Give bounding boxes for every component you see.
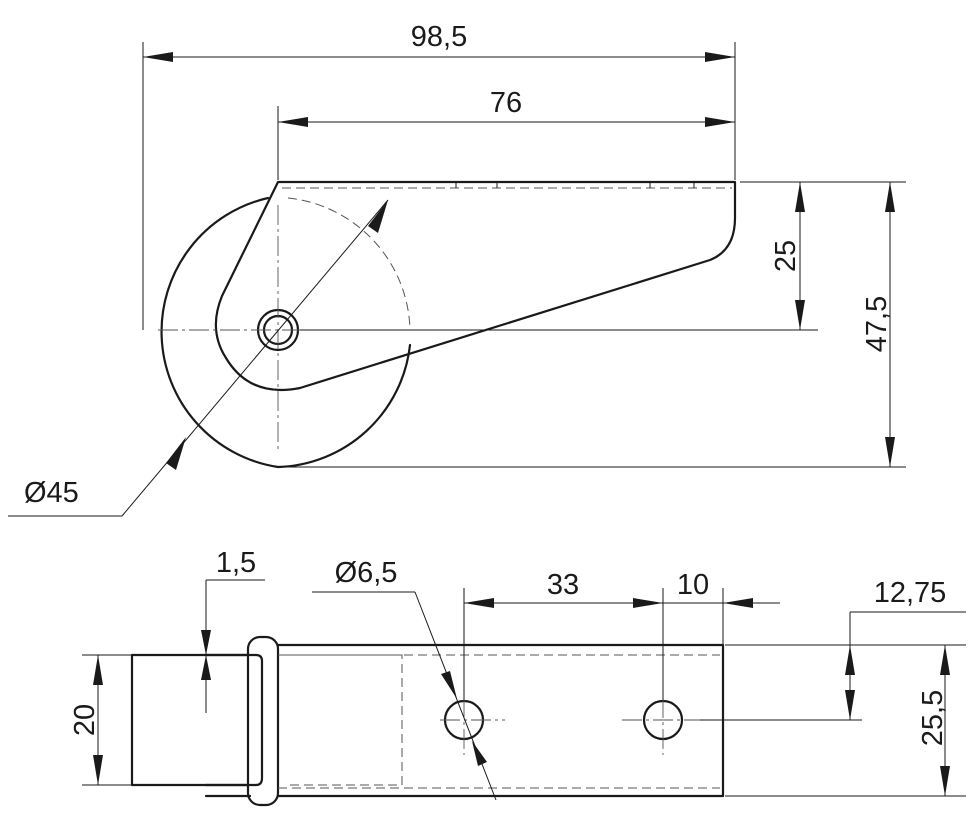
bracket-outline [214,180,737,392]
wheel-top-outline [130,653,250,787]
side-view [158,180,737,469]
dim-wheel-width: 20 [69,704,101,736]
dim-hole-edge-distance: 12,75 [874,577,947,609]
dim-hole-diameter: Ø6,5 [335,557,398,589]
bent-tab-inner [204,653,264,787]
dim-hole-end-distance: 10 [677,569,709,601]
top-view-dimensions: 1,5 Ø6,5 33 10 12,75 25,5 [69,547,966,801]
dim-wheel-diameter: Ø45 [24,477,79,509]
dim-sheet-thickness: 1,5 [216,547,256,579]
bracket-top-ticks [455,182,695,188]
wheel-hidden-arc [287,197,411,331]
dim-total-height: 47,5 [861,296,893,352]
dim-axle-drop: 25 [770,240,802,272]
dim-plate-width: 25,5 [917,690,949,746]
dim-overall-length: 98,5 [411,21,467,53]
bent-tab-outer [246,635,280,807]
wheel-hidden-rect [285,654,403,786]
plate-outline [276,643,725,798]
dim-hole-spacing: 33 [547,569,579,601]
dim-bracket-length: 76 [490,87,522,119]
top-view [130,635,725,807]
side-view-dimensions: 98,5 76 25 47,5 Ø45 [8,21,906,517]
wheel-outline [160,196,412,469]
